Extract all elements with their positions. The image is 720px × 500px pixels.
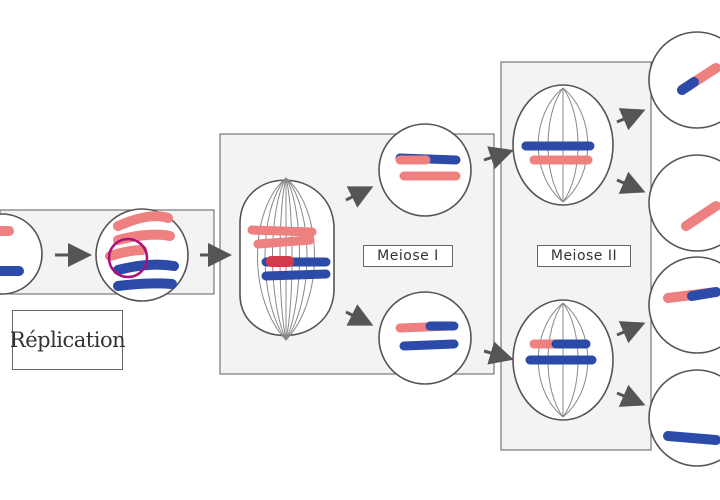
arrow-10 xyxy=(616,384,646,407)
gamete-1 xyxy=(648,31,720,129)
cell-metaphase-2-top xyxy=(512,84,614,206)
cell-metaphase-1 xyxy=(239,177,335,341)
arrow-4 xyxy=(345,304,374,326)
arrow-3 xyxy=(345,186,374,208)
cell-metaphase-2-bottom xyxy=(512,299,614,421)
replicated-maternal-chromosome xyxy=(113,259,179,291)
arrow-8 xyxy=(616,171,646,194)
crossover-highlight xyxy=(107,237,149,279)
arrow-6 xyxy=(483,341,514,365)
replication-label: Réplication xyxy=(10,310,126,370)
meiosis-2-label: Meiose II xyxy=(537,245,631,267)
metaphase-1-maternal xyxy=(261,256,331,281)
cell-initial xyxy=(0,213,43,295)
cell-meiosis-1-bottom xyxy=(378,291,472,385)
arrow-5 xyxy=(483,146,514,170)
cell-replicated xyxy=(95,208,189,302)
meiosis-1-label: Meiose I xyxy=(363,245,453,267)
arrow-7 xyxy=(616,108,646,131)
metaphase-1-paternal xyxy=(247,225,317,249)
gamete-2 xyxy=(648,154,720,252)
gamete-3 xyxy=(648,256,720,354)
arrow-9 xyxy=(616,321,646,344)
gamete-4 xyxy=(648,369,720,467)
cell-meiosis-1-top xyxy=(378,123,472,217)
